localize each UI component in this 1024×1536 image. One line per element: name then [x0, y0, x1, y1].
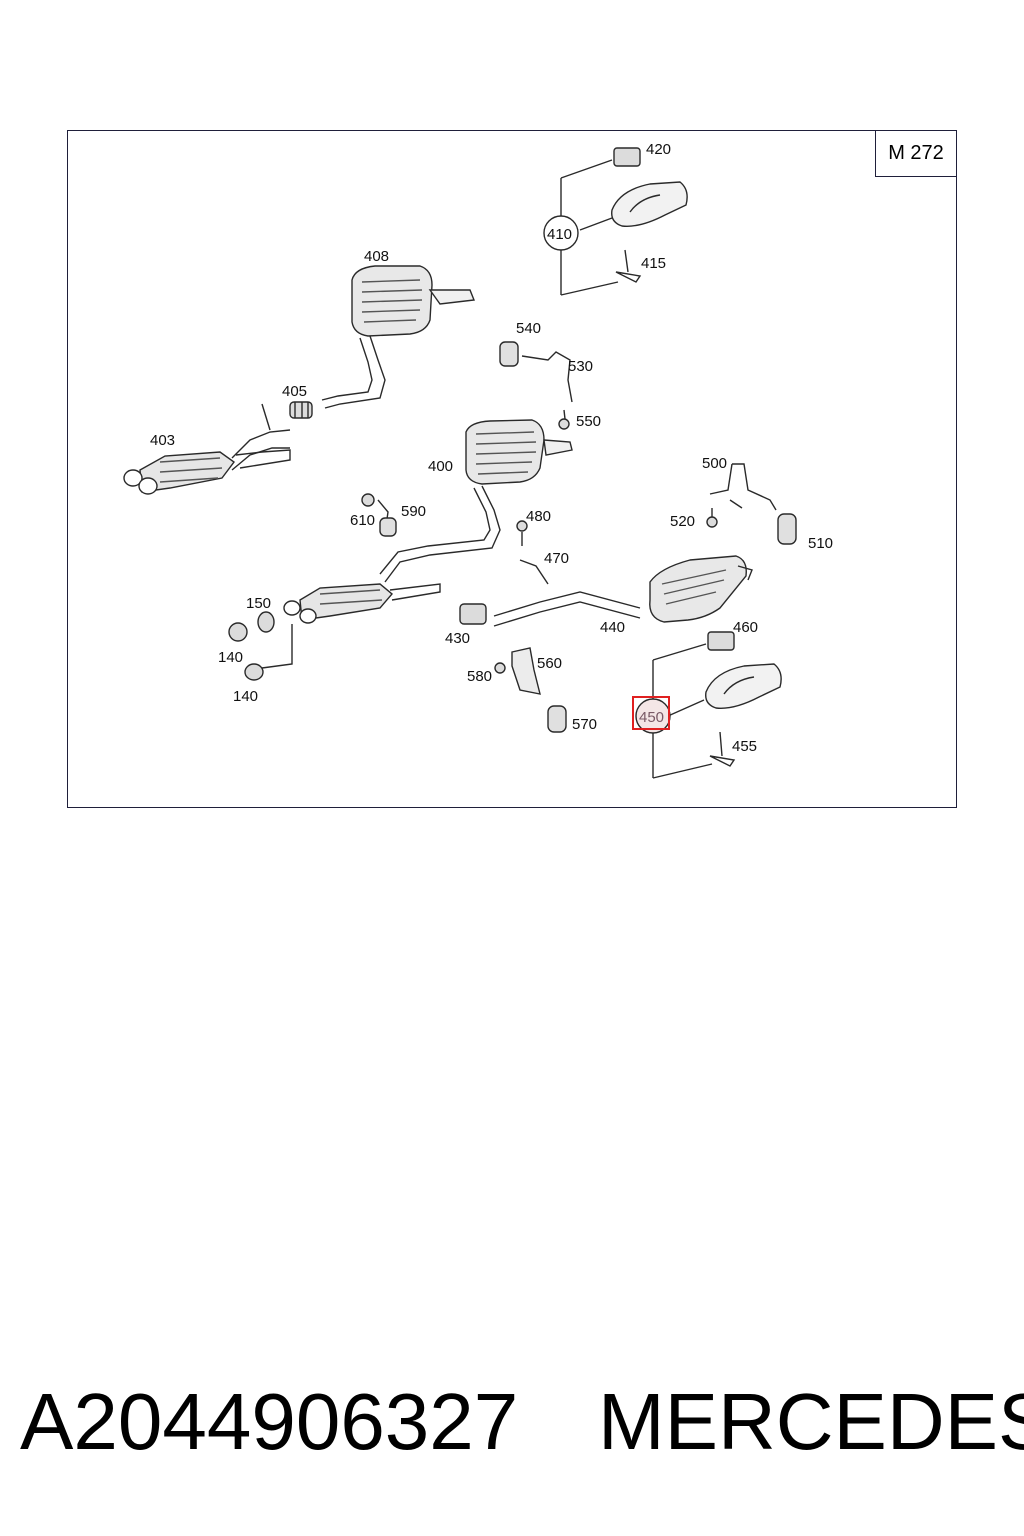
hanger-590 — [361, 493, 397, 537]
bracket-500 — [706, 463, 797, 545]
label-550: 550 — [576, 413, 601, 430]
footer-caption: A2044906327 MERCEDES — [0, 1372, 1024, 1472]
rod-470 — [519, 559, 549, 585]
label-150: 150 — [246, 595, 271, 612]
label-140-upper: 140 — [218, 649, 243, 666]
label-560: 560 — [537, 655, 562, 672]
label-480: 480 — [526, 508, 551, 525]
label-590: 590 — [401, 503, 426, 520]
label-430: 430 — [445, 630, 470, 647]
highlight-box — [632, 696, 670, 730]
clamp-405 — [289, 401, 313, 419]
label-570: 570 — [572, 716, 597, 733]
label-408: 408 — [364, 248, 389, 265]
brand-name: MERCEDES — [598, 1377, 1024, 1466]
clamp-430 — [459, 603, 487, 625]
label-405: 405 — [282, 383, 307, 400]
catalyst-pipe-403 — [123, 403, 291, 495]
label-455: 455 — [732, 738, 757, 755]
label-450: 450 — [639, 709, 664, 726]
label-540: 540 — [516, 320, 541, 337]
bolt-480 — [516, 520, 528, 546]
label-415: 415 — [641, 255, 666, 272]
label-500: 500 — [702, 455, 727, 472]
label-440: 440 — [600, 619, 625, 636]
diagram-frame: M 272 — [67, 130, 957, 808]
label-510: 510 — [808, 535, 833, 552]
label-460: 460 — [733, 619, 758, 636]
label-610: 610 — [350, 512, 375, 529]
part-number: A2044906327 — [20, 1377, 519, 1466]
label-410: 410 — [547, 226, 572, 243]
muffler-408 — [321, 265, 475, 409]
catalyst-lower — [228, 583, 441, 681]
label-420: 420 — [646, 141, 671, 158]
label-520: 520 — [670, 513, 695, 530]
label-403: 403 — [150, 432, 175, 449]
exhaust-system-diagram: 420 410 415 408 540 530 405 550 403 400 … — [123, 141, 833, 779]
label-580: 580 — [467, 668, 492, 685]
muffler-rear — [649, 555, 753, 623]
pipe-440 — [493, 591, 641, 627]
bracket-560 — [494, 647, 567, 733]
bracket-530 — [499, 341, 573, 430]
tailpipe-tip-lower — [632, 631, 782, 779]
label-400: 400 — [428, 458, 453, 475]
label-470: 470 — [544, 550, 569, 567]
model-label: M 272 — [875, 131, 956, 177]
muffler-400 — [379, 419, 573, 583]
tailpipe-tip-upper — [543, 147, 688, 296]
label-140-lower: 140 — [233, 688, 258, 705]
label-530: 530 — [568, 358, 593, 375]
